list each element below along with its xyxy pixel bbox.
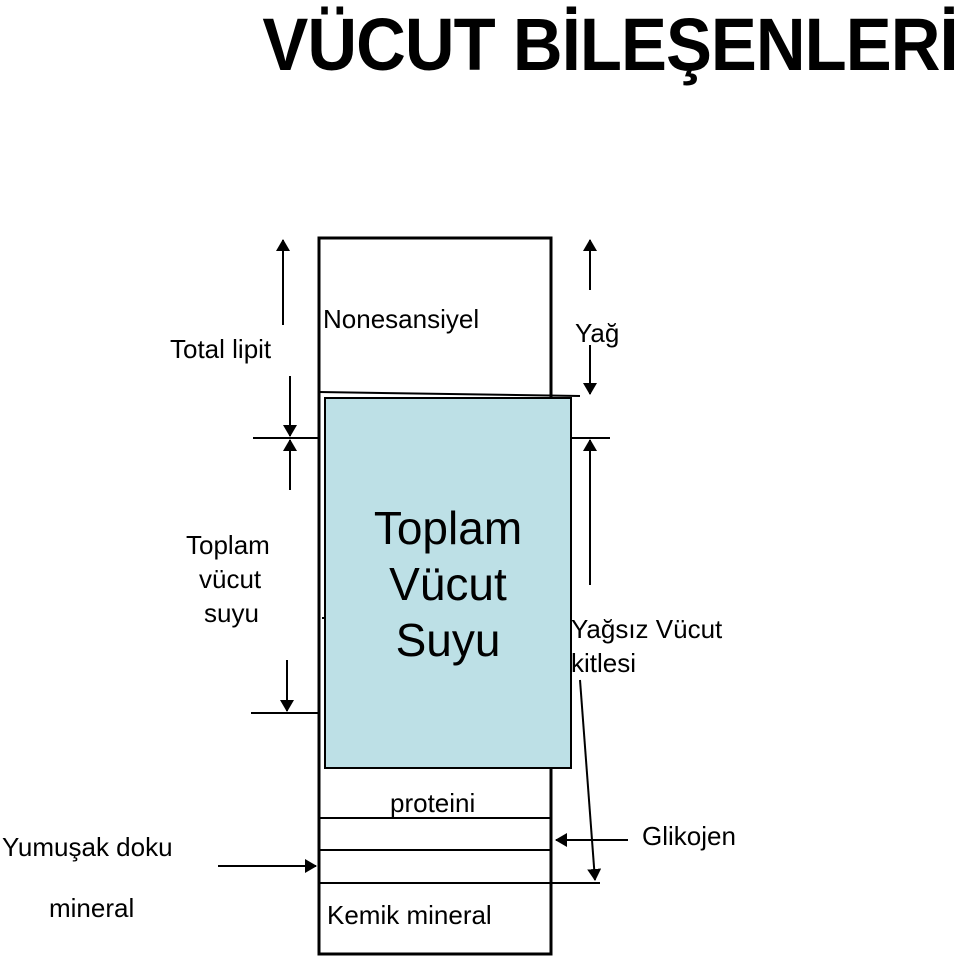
yumusak-doku-label: Yumuşak doku — [2, 832, 173, 862]
total-lipit-label: Total lipit — [170, 334, 272, 364]
lbm-arrow-down — [579, 679, 602, 881]
tbw-label-line2: vücut — [199, 564, 262, 594]
tbw-label-line3: suyu — [204, 598, 259, 628]
lbm-label-line1: Yağsız Vücut — [571, 614, 723, 644]
proteini-label: proteini — [390, 788, 476, 818]
kemik-mineral-label: Kemik mineral — [327, 900, 492, 930]
tbw-label-line1: Toplam — [186, 530, 270, 560]
page-title: VÜCUT BİLEŞENLERİ — [262, 3, 959, 86]
water-box-title-line1: Toplam — [373, 502, 523, 554]
water-box-title-line3: Suyu — [395, 614, 501, 666]
nonesansiyel-label: Nonesansiyel — [323, 304, 480, 334]
water-box-title-line2: Vücut — [389, 558, 507, 610]
lbm-label-line2: kitlesi — [571, 648, 637, 678]
glikojen-label: Glikojen — [642, 821, 736, 851]
water-box — [324, 397, 572, 769]
mineral-label: mineral — [49, 893, 135, 923]
fat-section-divider — [318, 391, 581, 397]
yag-label: Yağ — [575, 318, 620, 348]
